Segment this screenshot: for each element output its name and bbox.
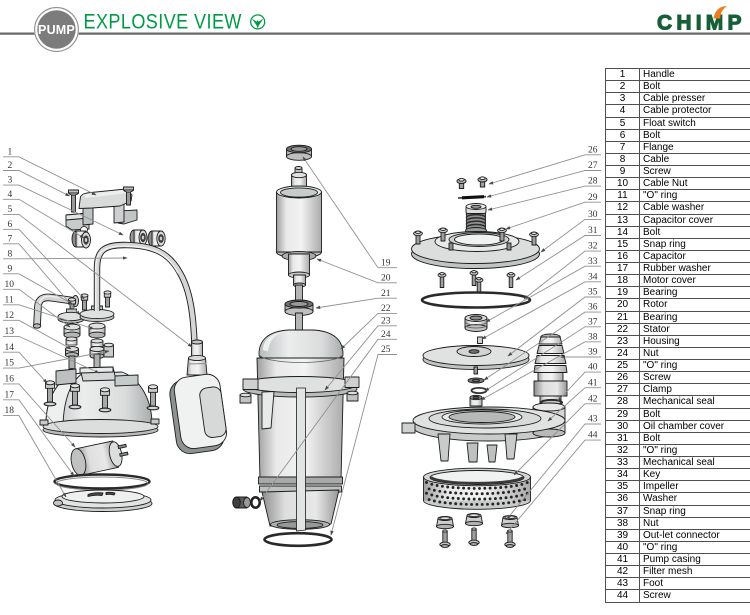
svg-text:39: 39 xyxy=(588,348,598,358)
svg-text:8: 8 xyxy=(8,249,13,259)
svg-text:21: 21 xyxy=(381,289,391,299)
svg-text:29: 29 xyxy=(588,193,598,203)
svg-text:35: 35 xyxy=(588,288,598,298)
svg-text:25: 25 xyxy=(381,345,391,355)
svg-text:1: 1 xyxy=(8,147,13,157)
svg-text:5: 5 xyxy=(8,205,13,215)
svg-text:3: 3 xyxy=(8,176,13,186)
svg-text:42: 42 xyxy=(588,394,598,404)
svg-text:43: 43 xyxy=(588,415,598,425)
svg-text:CHIMP: CHIMP xyxy=(657,12,746,35)
svg-text:PUMP: PUMP xyxy=(38,23,75,37)
svg-text:6: 6 xyxy=(8,220,13,230)
svg-text:34: 34 xyxy=(588,272,598,282)
svg-text:20: 20 xyxy=(381,273,391,283)
svg-text:EXPLOSIVE VIEW: EXPLOSIVE VIEW xyxy=(84,10,242,34)
svg-text:26: 26 xyxy=(588,145,598,155)
svg-text:27: 27 xyxy=(588,161,598,171)
svg-text:36: 36 xyxy=(588,303,598,313)
svg-text:28: 28 xyxy=(588,177,598,187)
svg-text:22: 22 xyxy=(381,304,391,314)
svg-text:41: 41 xyxy=(588,378,598,388)
svg-text:14: 14 xyxy=(5,343,15,353)
svg-text:31: 31 xyxy=(588,226,598,236)
svg-text:23: 23 xyxy=(381,316,391,326)
svg-text:30: 30 xyxy=(588,210,598,220)
svg-text:40: 40 xyxy=(588,363,598,373)
svg-text:24: 24 xyxy=(381,330,391,340)
svg-text:15: 15 xyxy=(5,359,15,369)
svg-text:10: 10 xyxy=(5,280,15,290)
svg-text:12: 12 xyxy=(5,311,15,321)
svg-text:37: 37 xyxy=(588,317,598,327)
svg-text:13: 13 xyxy=(5,327,15,337)
svg-text:19: 19 xyxy=(381,258,391,268)
svg-text:7: 7 xyxy=(8,234,13,244)
svg-text:17: 17 xyxy=(5,390,15,400)
svg-text:33: 33 xyxy=(588,257,598,267)
svg-text:18: 18 xyxy=(5,406,15,416)
svg-text:11: 11 xyxy=(5,295,14,305)
svg-text:38: 38 xyxy=(588,332,598,342)
svg-text:16: 16 xyxy=(5,375,15,385)
svg-text:4: 4 xyxy=(8,190,13,200)
svg-text:9: 9 xyxy=(8,264,13,274)
svg-text:44: 44 xyxy=(588,431,598,441)
svg-text:32: 32 xyxy=(588,242,598,252)
svg-text:2: 2 xyxy=(8,161,13,171)
